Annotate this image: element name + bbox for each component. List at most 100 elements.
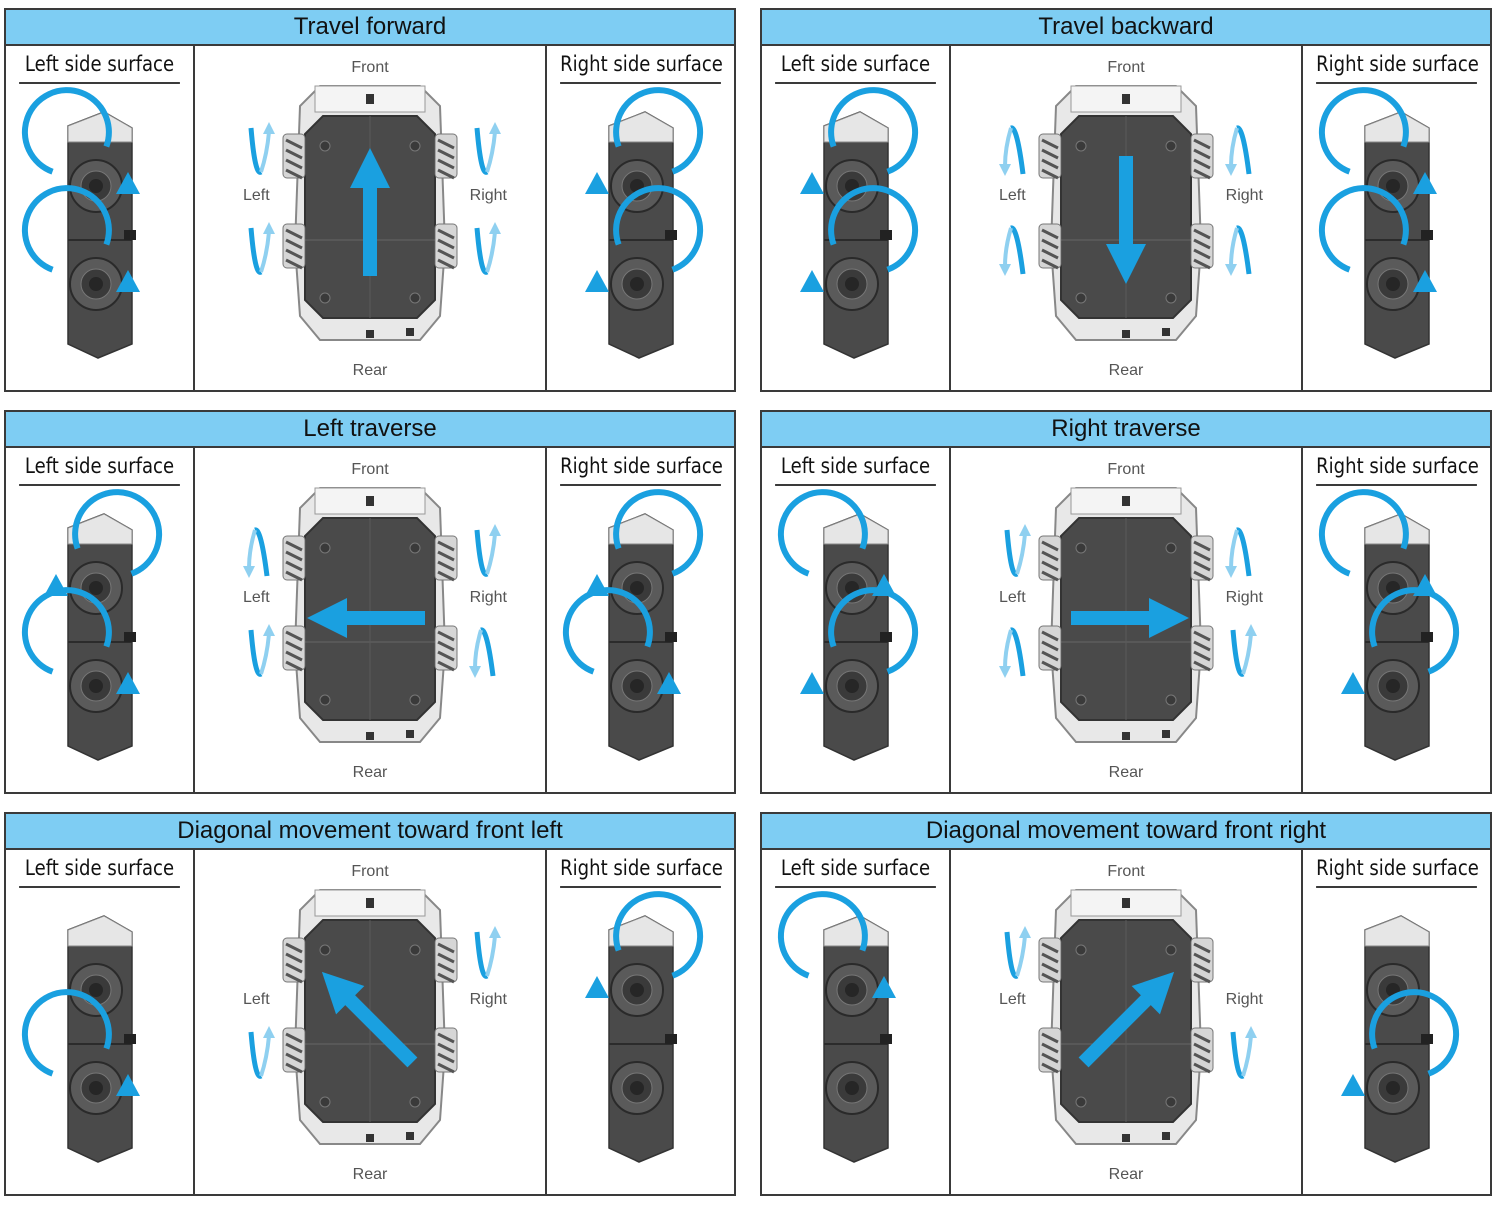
robot-side-view bbox=[21, 915, 140, 1163]
rear-label: Rear bbox=[1108, 764, 1144, 781]
wheel-direction-arrow bbox=[474, 524, 501, 577]
wheel-direction-arrow bbox=[1004, 524, 1031, 577]
robot-side-body bbox=[1364, 513, 1433, 761]
rotation-arrow bbox=[800, 87, 919, 194]
front-label: Front bbox=[351, 863, 389, 880]
body-bolt bbox=[1075, 542, 1087, 554]
body-bolt bbox=[1165, 694, 1177, 706]
robot-side-view bbox=[1318, 489, 1460, 761]
left-side-surface-heading: Left side surface bbox=[19, 448, 180, 486]
mecanum-wheel bbox=[434, 223, 458, 270]
robot-side-body bbox=[608, 915, 677, 1163]
right-side-surface-heading: Right side surface bbox=[560, 850, 723, 888]
right-side-surface-heading: Right side surface bbox=[1316, 448, 1479, 486]
mecanum-wheel bbox=[434, 1027, 458, 1074]
wheel-direction-arrow bbox=[1004, 926, 1031, 979]
mecanum-wheel bbox=[1190, 937, 1214, 984]
body-bolt bbox=[319, 1096, 331, 1108]
body-bolt bbox=[1165, 944, 1177, 956]
wheel-direction-arrow bbox=[248, 1026, 275, 1079]
wheel-direction-arrow bbox=[1225, 125, 1252, 176]
wheel-direction-arrow bbox=[474, 122, 501, 175]
body-bolt bbox=[319, 944, 331, 956]
mecanum-wheel bbox=[434, 535, 458, 582]
front-sensor bbox=[1122, 898, 1130, 908]
left-side-surface-view: Left side surface bbox=[762, 46, 951, 392]
robot-side-view bbox=[777, 489, 919, 761]
body-bolt bbox=[1075, 944, 1087, 956]
right-side-surface-view: Right side surface bbox=[545, 448, 734, 794]
robot-side-view bbox=[21, 489, 163, 761]
mecanum-wheel bbox=[1038, 1027, 1062, 1074]
robot-top-view bbox=[248, 889, 501, 1145]
mecanum-wheel bbox=[434, 133, 458, 180]
rotation-arrow bbox=[800, 587, 919, 694]
front-label: Front bbox=[1107, 863, 1145, 880]
rear-label: Rear bbox=[352, 362, 388, 379]
body-bolt bbox=[409, 944, 421, 956]
body-bolt bbox=[409, 1096, 421, 1108]
movement-arrow bbox=[1106, 156, 1146, 284]
rear-sensor bbox=[406, 730, 414, 738]
wheel-direction-arrow bbox=[243, 527, 270, 578]
front-sensor bbox=[366, 496, 374, 506]
left-label: Left bbox=[999, 187, 1026, 204]
right-side-surface-heading: Right side surface bbox=[1316, 850, 1479, 888]
left-side-surface-heading: Left side surface bbox=[19, 46, 180, 84]
wheel-direction-arrow bbox=[1230, 624, 1257, 677]
rear-sensor bbox=[366, 330, 374, 338]
front-label: Front bbox=[1107, 461, 1145, 478]
left-side-surface-heading: Left side surface bbox=[19, 850, 180, 888]
left-side-surface-view: Left side surface bbox=[6, 448, 195, 794]
front-label: Front bbox=[1107, 59, 1145, 76]
mecanum-wheel bbox=[1038, 223, 1062, 270]
wheel-direction-arrow bbox=[999, 125, 1026, 176]
mecanum-wheel bbox=[1038, 133, 1062, 180]
rear-label: Rear bbox=[352, 1166, 388, 1183]
body-bolt bbox=[1075, 140, 1087, 152]
robot-side-body bbox=[1364, 915, 1433, 1163]
robot-top-view bbox=[248, 85, 501, 341]
rear-sensor bbox=[366, 732, 374, 740]
wheel-direction-arrow bbox=[248, 624, 275, 677]
robot-side-view bbox=[1318, 87, 1437, 359]
rear-sensor bbox=[406, 328, 414, 336]
front-label: Front bbox=[351, 461, 389, 478]
right-label: Right bbox=[1225, 991, 1263, 1008]
robot-side-body bbox=[608, 513, 677, 761]
rotation-arrow bbox=[585, 87, 704, 194]
right-side-surface-view: Right side surface bbox=[1301, 46, 1490, 392]
mecanum-wheel bbox=[282, 1027, 306, 1074]
front-label: Front bbox=[351, 59, 389, 76]
right-label: Right bbox=[1225, 589, 1263, 606]
body-bolt bbox=[1165, 140, 1177, 152]
mecanum-wheel bbox=[282, 133, 306, 180]
right-label: Right bbox=[1225, 187, 1263, 204]
mecanum-wheel bbox=[1190, 133, 1214, 180]
mecanum-wheel bbox=[1038, 625, 1062, 672]
body-bolt bbox=[319, 292, 331, 304]
front-sensor bbox=[366, 898, 374, 908]
wheel-direction-arrow bbox=[469, 627, 496, 678]
left-label: Left bbox=[999, 991, 1026, 1008]
robot-side-view bbox=[585, 87, 704, 359]
right-side-surface-view: Right side surface bbox=[545, 46, 734, 392]
mecanum-wheel bbox=[1190, 223, 1214, 270]
mecanum-wheel bbox=[1190, 1027, 1214, 1074]
rear-sensor bbox=[1122, 732, 1130, 740]
rear-label: Rear bbox=[1108, 362, 1144, 379]
right-side-surface-heading: Right side surface bbox=[560, 448, 723, 486]
panel-title: Travel backward bbox=[762, 10, 1490, 46]
robot-top-view bbox=[243, 487, 501, 743]
right-side-surface-view: Right side surface bbox=[1301, 448, 1490, 794]
movement-arrow bbox=[350, 148, 390, 276]
mecanum-wheel bbox=[282, 223, 306, 270]
robot-side-body bbox=[823, 915, 892, 1163]
